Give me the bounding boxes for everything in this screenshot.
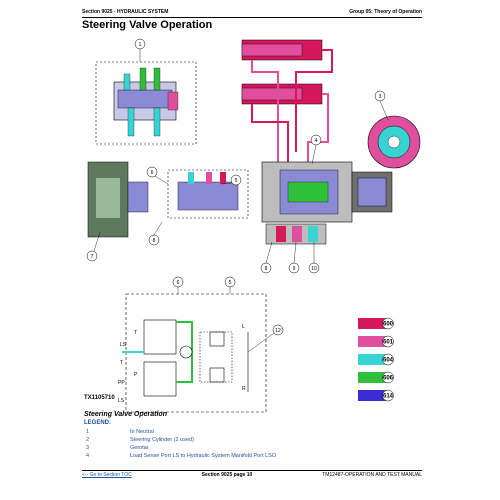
manual-name: TM12487-OPERATION AND TEST MANUAL [322, 472, 422, 478]
color-code-label: 604 [383, 358, 394, 364]
callout-1: 1 [139, 42, 142, 48]
legend-row: 2 Steering Cylinder (2 used) [84, 436, 420, 444]
left-column [87, 161, 249, 238]
port-label-r: R [242, 386, 246, 392]
port-label-pp: PP [118, 380, 125, 386]
legend-description: Gerotar [128, 444, 420, 452]
page-title: Steering Valve Operation [82, 19, 213, 31]
legend-row: 4 Load Sense Port LS to Hydraulic System … [84, 452, 420, 460]
figure-caption: Steering Valve Operation [84, 411, 167, 418]
steering-valve-figure: 600 601 604 606 614 1 3 4 5 6 [86, 38, 421, 413]
callout-8b: 8 [265, 266, 268, 272]
legend-number: 4 [86, 452, 90, 459]
legend-number: 3 [84, 444, 128, 452]
color-code-601 [358, 335, 394, 348]
port-label-p: P [134, 372, 138, 378]
neutral-valve-cutaway [95, 61, 197, 145]
color-code-label: 614 [383, 394, 394, 400]
callout-5: 5 [235, 178, 238, 184]
callout-3: 3 [379, 94, 382, 100]
steering-cylinders [241, 39, 333, 170]
callout-leader-lines [93, 49, 389, 353]
color-code-keys [358, 317, 394, 402]
callout-7: 7 [91, 254, 94, 260]
color-code-label: 606 [383, 376, 394, 382]
port-label-ls: LS [120, 342, 127, 348]
legend-description: In Neutral [128, 428, 420, 436]
port-label-ls2: LS [118, 398, 125, 404]
callout-6b: 6 [177, 280, 180, 286]
main-valve-body [261, 161, 393, 245]
legend-number: 2 [86, 436, 90, 443]
color-code-606 [358, 371, 394, 384]
legend-description: Steering Cylinder (2 used) [130, 436, 194, 443]
color-code-614 [358, 389, 394, 402]
callout-4: 4 [315, 138, 318, 144]
callout-9: 9 [293, 266, 296, 272]
hydraulic-schematic [122, 293, 267, 413]
callout-12: 12 [275, 328, 281, 334]
page-number: Section 9025 page 10 [201, 472, 253, 478]
color-code-600 [358, 317, 394, 330]
footer-rule [82, 470, 422, 471]
color-code-label: 601 [383, 340, 394, 346]
callouts [86, 38, 386, 336]
header-section: Section 9025 - HYDRAULIC SYSTEM [82, 9, 169, 15]
legend-title: LEGEND: [84, 420, 111, 426]
port-label-t: T [134, 330, 137, 336]
header-rule [82, 17, 422, 18]
go-to-toc-link[interactable]: <-- Go to Section TOC [82, 472, 132, 478]
callout-6: 6 [151, 170, 154, 176]
callout-8: 8 [153, 238, 156, 244]
color-code-label: 600 [383, 322, 394, 328]
callout-5b: 5 [229, 280, 232, 286]
gerotor [367, 115, 421, 169]
header-group: Group 05: Theory of Operation [349, 9, 422, 15]
callout-10: 10 [311, 266, 317, 272]
legend-number: 1 [84, 428, 128, 436]
page-footer: <-- Go to Section TOC Section 9025 page … [82, 472, 422, 478]
figure-id: TX1105710 [84, 395, 115, 401]
page-header: Section 9025 - HYDRAULIC SYSTEM Group 05… [82, 7, 422, 17]
color-code-604 [358, 353, 394, 366]
legend-description: Load Sense Port LS to Hydraulic System M… [130, 452, 277, 459]
port-label-l: L [242, 324, 245, 330]
port-label-t2: T [120, 360, 123, 366]
